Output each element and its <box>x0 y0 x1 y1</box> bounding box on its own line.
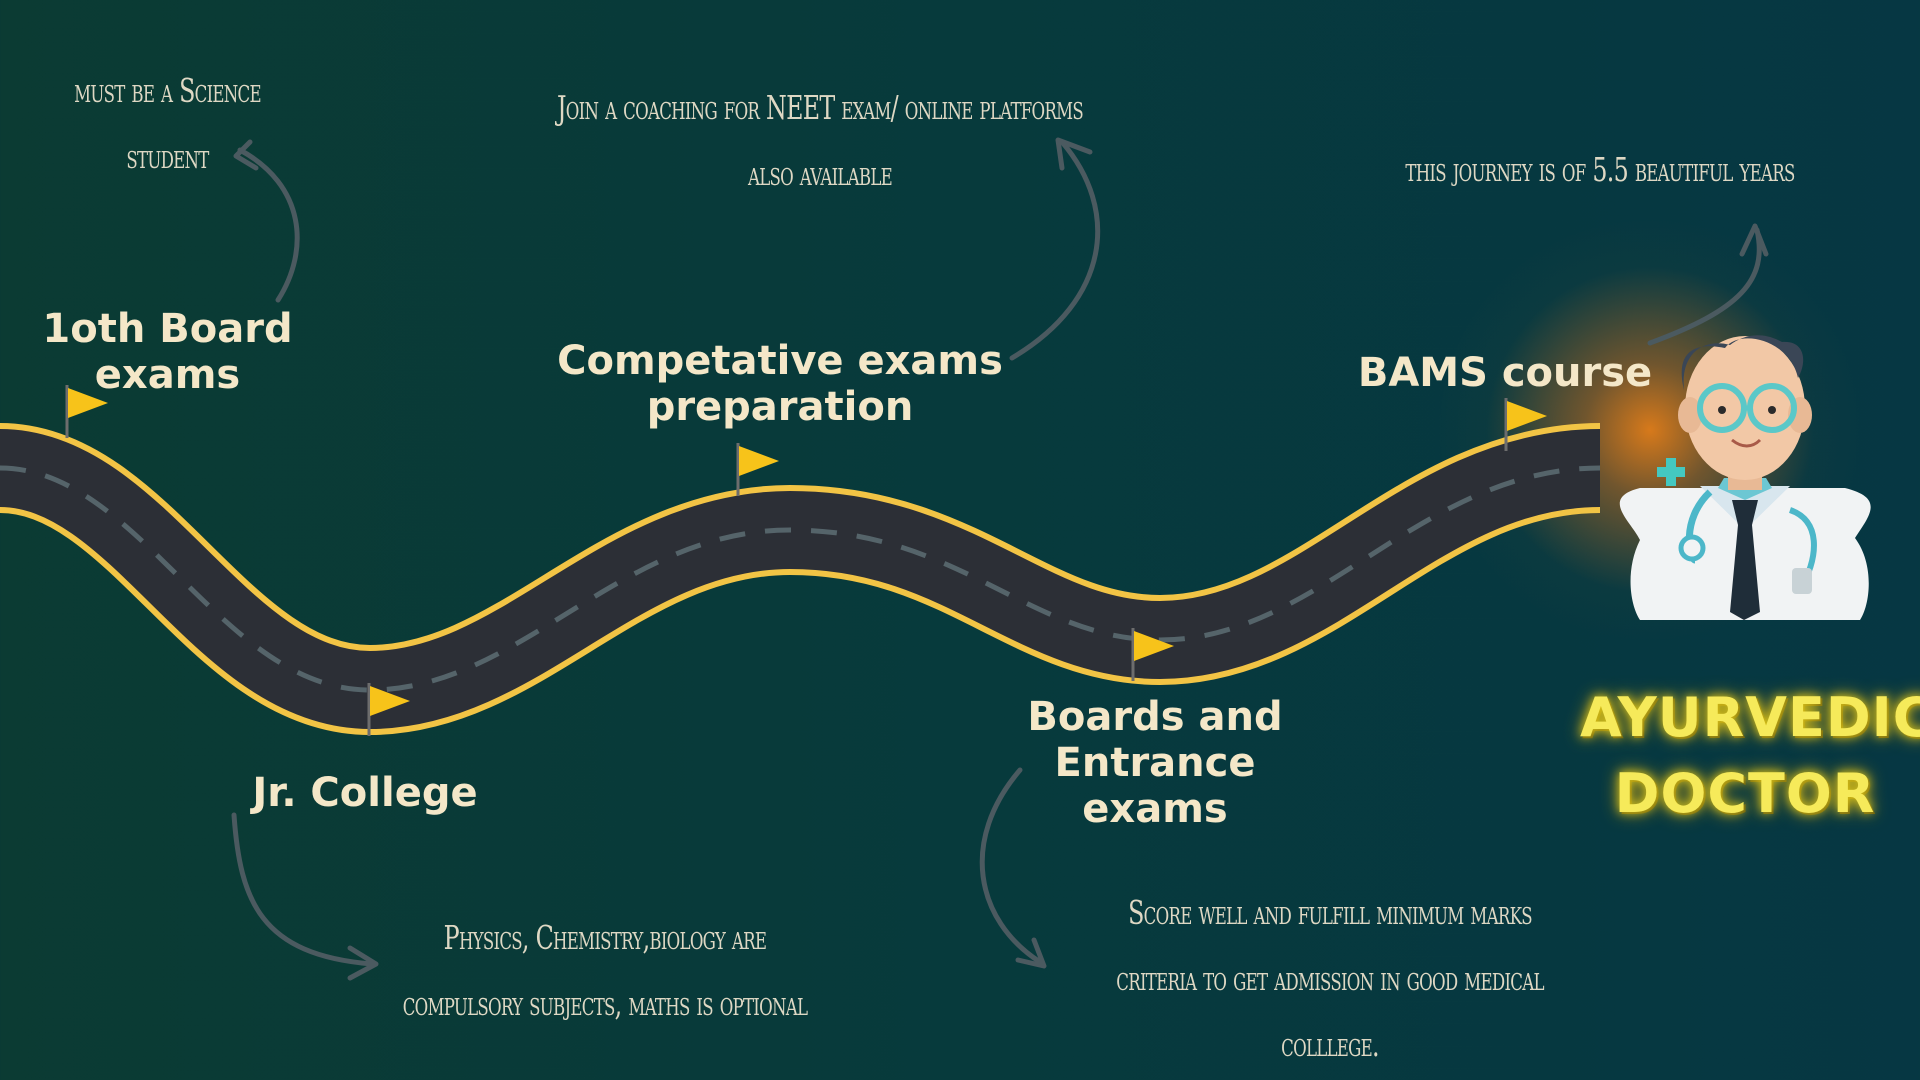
curved-arrow-icon <box>1015 937 1047 969</box>
milestone-boards-entrance: Boards and Entrance exams <box>1027 694 1283 832</box>
curved-arrow-icon <box>231 812 375 967</box>
curved-arrow-icon <box>1055 137 1093 171</box>
note-coaching: Join a coaching for NEET exam/ online pl… <box>556 88 1084 193</box>
flag-icon <box>367 683 410 736</box>
curved-arrow-icon <box>1739 223 1769 257</box>
milestone-competitive-exams: Competative exams preparation <box>557 338 1003 430</box>
milestone-bams-course: BAMS course <box>1357 350 1653 396</box>
flag-icon <box>65 385 108 438</box>
curved-arrow-icon <box>1009 139 1101 361</box>
note-score-well: Score well and fulfill minimum marks cri… <box>1116 893 1544 1064</box>
curved-arrow-icon <box>237 147 300 303</box>
road <box>0 423 1602 736</box>
title-line-doctor: DOCTOR <box>1614 762 1876 825</box>
note-subjects: Physics, Chemistry,biology are compulsor… <box>402 918 808 1023</box>
curved-arrow-icon <box>979 767 1043 965</box>
doctor-illustration <box>1619 335 1871 620</box>
note-science-student: must be a Science student <box>74 71 261 176</box>
flag-icon <box>1131 628 1174 681</box>
flag-icon <box>1504 398 1547 451</box>
flag-icon <box>736 443 779 496</box>
destination-title: AYURVEDIC DOCTOR <box>1580 680 1920 832</box>
milestone-jr-college: Jr. College <box>252 770 478 816</box>
curved-arrow-icon <box>347 945 379 981</box>
title-line-ayurvedic: AYURVEDIC <box>1580 686 1920 749</box>
curved-arrow-icon <box>233 139 259 171</box>
note-journey-duration: this journey is of 5.5 beautiful years <box>1405 150 1795 189</box>
curved-arrow-icon <box>1647 227 1762 346</box>
milestone-board-exams: 1oth Board exams <box>42 306 293 398</box>
